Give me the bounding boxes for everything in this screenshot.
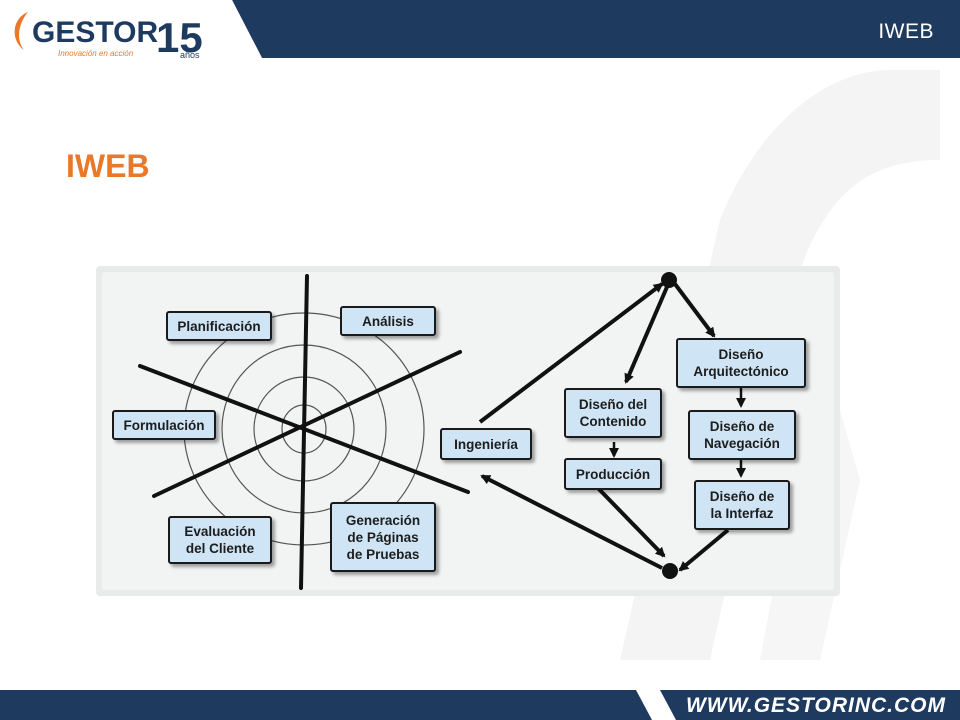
flow-node-top	[661, 272, 677, 288]
box-produccion: Producción	[564, 458, 662, 490]
logo-years: 15	[156, 14, 203, 61]
footer-bar	[0, 690, 960, 720]
box-diseno-navegacion: Diseño de Navegación	[688, 410, 796, 460]
box-ingenieria: Ingeniería	[440, 428, 532, 460]
box-formulacion: Formulación	[112, 410, 216, 440]
logo-wordmark: GESTOR	[32, 16, 158, 49]
box-diseno-interfaz: Diseño de la Interfaz	[694, 480, 790, 530]
spiral-axes	[138, 274, 470, 590]
box-diseno-arquitectonico: Diseño Arquitectónico	[676, 338, 806, 388]
box-diseno-contenido: Diseño del Contenido	[564, 388, 662, 438]
box-generacion-paginas: Generación de Páginas de Pruebas	[330, 502, 436, 572]
flow-arrows	[478, 278, 746, 572]
company-logo: GESTOR Innovación en acción 15 años	[6, 6, 256, 62]
box-analisis: Análisis	[340, 306, 436, 336]
footer-url[interactable]: WWW.GESTORINC.COM	[685, 694, 946, 717]
header-title: IWEB	[878, 20, 934, 43]
logo-tagline: Innovación en acción	[58, 49, 134, 58]
flow-node-bottom	[662, 563, 678, 579]
logo-years-label: años	[180, 50, 200, 60]
box-evaluacion-cliente: Evaluación del Cliente	[168, 516, 272, 564]
header-bar	[0, 0, 960, 60]
box-planificacion: Planificación	[166, 311, 272, 341]
slide-title: IWEB	[66, 148, 150, 184]
iweb-process-diagram: Planificación Análisis Formulación Evalu…	[96, 266, 840, 596]
